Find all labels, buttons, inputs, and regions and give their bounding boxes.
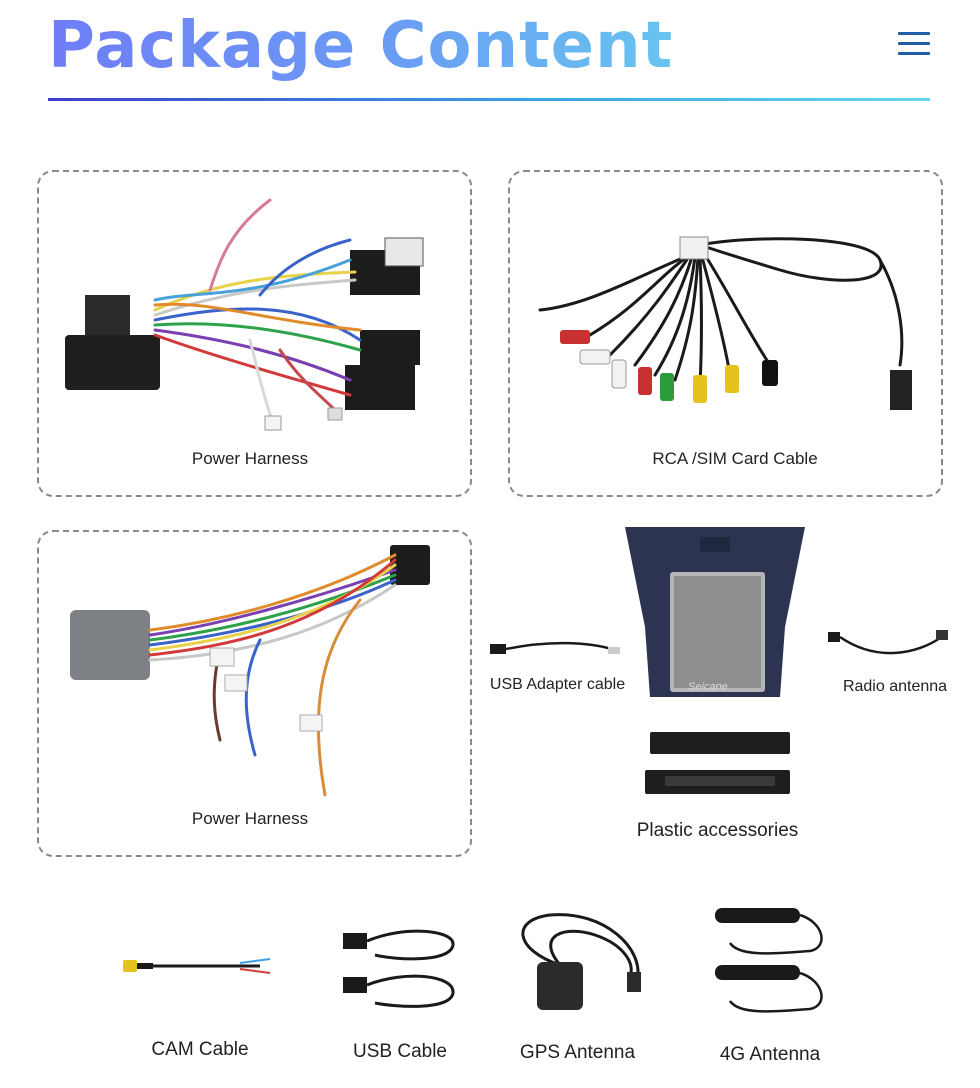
usb-cable-image: [343, 929, 455, 1008]
rca-sim-cable-image: [538, 236, 912, 410]
radio-antenna-label: Radio antenna: [842, 678, 948, 695]
rca-sim-cable-label: RCA /SIM Card Cable: [652, 449, 818, 468]
gps-antenna-label: GPS Antenna: [519, 1042, 636, 1063]
cam-cable-label: CAM Cable: [151, 1039, 249, 1060]
4g-antenna-label: 4G Antenna: [719, 1044, 821, 1065]
radio-antenna-image: [828, 630, 948, 655]
power-harness-panel: [37, 170, 472, 497]
hamburger-menu-icon[interactable]: [898, 32, 930, 56]
usb-adapter-cable-label: USB Adapter cable: [489, 676, 626, 693]
plastic-accessories-label: Plastic accessories: [636, 820, 799, 841]
power-harness-2-panel: [37, 530, 472, 857]
cam-cable-image: [123, 958, 271, 974]
page-title: Package Content: [48, 6, 673, 86]
title-underline: [48, 98, 930, 101]
gps-antenna-image: [521, 913, 641, 1010]
rca-sim-cable-panel: [508, 170, 943, 497]
usb-cable-label: USB Cable: [353, 1041, 447, 1062]
4g-antenna-image: [715, 908, 823, 1013]
power-harness-2-image: [70, 545, 430, 797]
brand-logo: Seicane: [688, 681, 728, 693]
head-unit-image: [625, 527, 805, 697]
plastic-accessories-image: [645, 732, 790, 794]
power-harness-2-label: Power Harness: [191, 809, 309, 828]
power-harness-image: [65, 198, 424, 431]
power-harness-label: Power Harness: [191, 449, 309, 468]
usb-adapter-cable-image: [490, 641, 620, 654]
